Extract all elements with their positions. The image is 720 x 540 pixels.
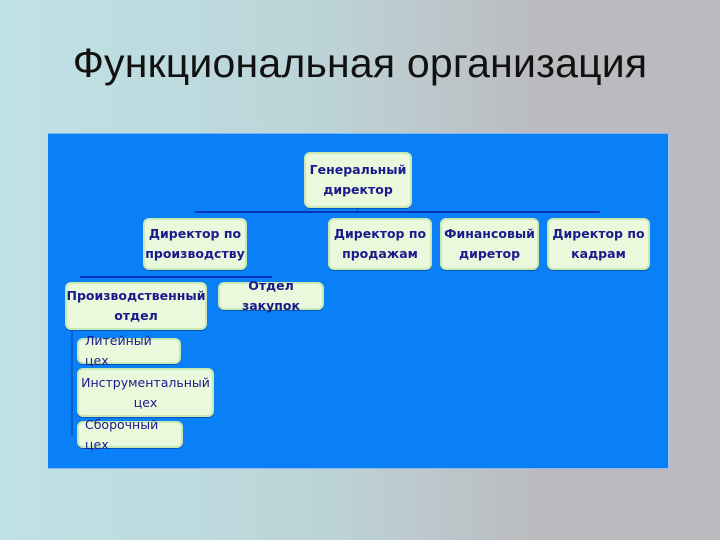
- box-general-director-line2: директор: [323, 182, 393, 197]
- box-hr-director-line2: кадрам: [571, 246, 626, 261]
- box-assembly-shop-line1: Сборочный цех: [85, 416, 159, 452]
- box-finance-director: Финансовый диретор: [440, 218, 539, 270]
- box-hr-director-line1: Директор по: [552, 226, 645, 241]
- box-general-director-line1: Генеральный: [309, 162, 407, 177]
- box-production-director-line1: Директор по: [148, 226, 242, 241]
- connector-workshops-trunk: [71, 330, 73, 436]
- box-tool-shop-line2: цех: [133, 394, 158, 410]
- box-production-department-line2: отдел: [114, 308, 158, 323]
- box-sales-director-line2: продажам: [342, 246, 418, 261]
- box-tool-shop-line1: Инструментальный: [81, 374, 210, 390]
- box-procurement-department: Отдел закупок: [218, 278, 324, 313]
- box-procurement-department-line1: Отдел закупок: [241, 278, 301, 313]
- box-finance-director-line2: диретор: [458, 246, 521, 261]
- box-finance-director-line1: Финансовый: [444, 226, 535, 241]
- box-general-director: Генеральный директор: [304, 152, 412, 208]
- box-assembly-shop: Сборочный цех: [77, 417, 183, 452]
- slide-title: Функциональная организация: [72, 40, 648, 86]
- box-tool-shop: Инструментальный цех: [77, 368, 214, 417]
- box-production-department-line1: Производственный: [66, 288, 206, 303]
- box-sales-director: Директор по продажам: [328, 218, 432, 270]
- connector-directors-bus: [195, 211, 600, 213]
- connector-root-stem: [357, 208, 358, 212]
- box-foundry-shop: Литейный цех: [77, 333, 181, 368]
- box-production-director-line2: производству: [145, 246, 245, 261]
- box-foundry-shop-line1: Литейный цех: [85, 333, 152, 368]
- box-sales-director-line1: Директор по: [333, 226, 427, 241]
- box-hr-director: Директор по кадрам: [547, 218, 650, 270]
- box-production-director: Директор по производству: [143, 218, 247, 270]
- box-production-department: Производственный отдел: [65, 282, 207, 330]
- connector-production-bus: [80, 276, 272, 278]
